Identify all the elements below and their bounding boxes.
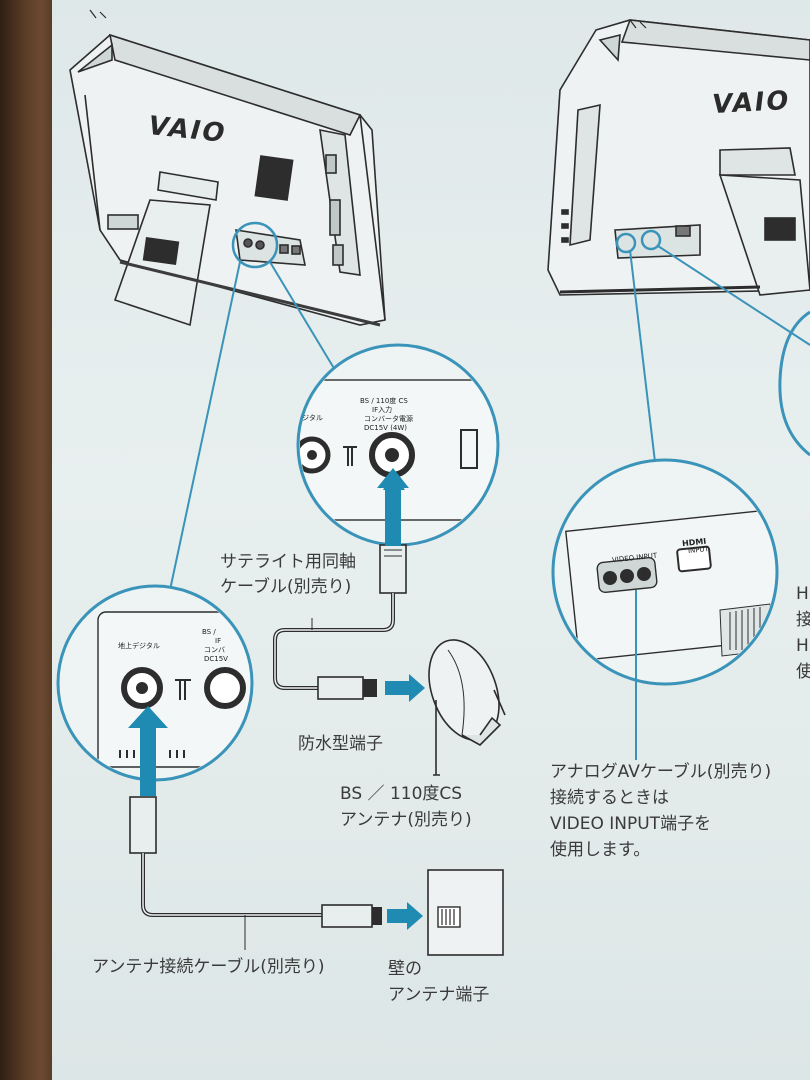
av-note-line-1: アナログAVケーブル(別売り): [550, 762, 772, 782]
right-vaio-logo: VAIO: [710, 85, 793, 121]
callout-line-right-far: [657, 245, 810, 346]
av-note-line-3: VIDEO INPUT端子を: [550, 814, 712, 834]
bs-antenna-dish: [428, 639, 506, 776]
zoom-top-port-title-4: DC15V (4W): [364, 424, 408, 432]
zoom-bs-port: [296, 343, 500, 547]
callout-line-left: [169, 261, 241, 591]
satellite-cable-label-1: サテライト用同軸: [220, 552, 356, 572]
right-pc-callout-origin-2: [640, 229, 662, 251]
zoom-left-partial-3: コンバ: [204, 646, 225, 654]
antenna-connection-cable: [129, 796, 382, 950]
antenna-cable-label: アンテナ接続ケーブル(別売り): [92, 957, 325, 977]
left-pc-illustration: [69, 9, 386, 327]
zoom-av-ports: [551, 458, 779, 686]
zoom-left-partial-2: IF: [215, 637, 222, 645]
zoom-terrestrial-port: [56, 584, 254, 782]
cutoff-zoom-circle: [778, 310, 810, 457]
satellite-cable-label-2: ケーブル(別売り): [220, 577, 352, 597]
zoom-top-port-title-1: BS / 110度 CS: [360, 397, 408, 405]
arrow-to-bs-port: [377, 468, 409, 546]
waterproof-terminal-label: 防水型端子: [298, 734, 383, 754]
wall-antenna-plate: [427, 869, 504, 956]
satellite-coax-cable: [273, 544, 407, 700]
callout-line-top: [269, 261, 336, 371]
cutoff-char-3: H: [796, 636, 809, 656]
left-pc-callout-origin: [231, 221, 279, 269]
zoom-top-partial-label: ジタル: [302, 414, 323, 422]
zoom-left-partial-1: BS /: [202, 628, 216, 636]
bs-antenna-label-2: アンテナ(別売り): [340, 810, 472, 830]
zoom-top-port-title-3: コンバータ電源: [364, 415, 413, 423]
av-note-line-2: 接続するときは: [550, 788, 669, 808]
zoom-left-port-label: 地上デジタル: [118, 642, 160, 650]
wooden-table-edge: [0, 0, 60, 1080]
callout-line-right: [629, 249, 656, 463]
arrow-to-wall-terminal: [387, 902, 423, 930]
bs-antenna-label-1: BS ／ 110度CS: [340, 784, 463, 804]
right-pc-illustration: [547, 19, 810, 296]
cutoff-char-1: H: [796, 584, 809, 604]
wall-terminal-label-1: 壁の: [388, 959, 422, 979]
cutoff-char-2: 接: [796, 610, 810, 630]
cutoff-char-4: 使: [796, 662, 810, 682]
vent-grille: [254, 155, 294, 201]
zoom-top-port-title-2: IF入力: [372, 406, 393, 414]
arrow-to-dish: [385, 674, 425, 702]
right-pc-callout-origin-1: [615, 232, 637, 254]
arrow-to-terrestrial-port: [128, 706, 168, 796]
wall-terminal-label-2: アンテナ端子: [388, 985, 490, 1005]
av-note-line-4: 使用します。: [550, 840, 651, 860]
zoom-left-partial-4: DC15V: [204, 655, 228, 663]
